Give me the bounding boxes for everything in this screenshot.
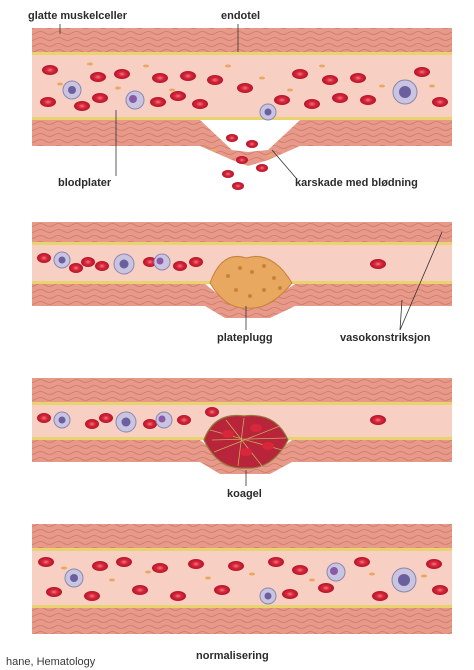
vessel-wall-top — [32, 28, 452, 52]
label-vasoconstriction: vasokonstriksjon — [340, 332, 430, 344]
label-clot: koagel — [227, 488, 262, 500]
label-vessel-damage: karskade med blødning — [295, 177, 418, 189]
panel-platelet-plug — [32, 222, 452, 330]
panel-normalization — [32, 524, 452, 634]
panel-clot — [32, 378, 452, 486]
label-platelet-plug: plateplugg — [217, 332, 273, 344]
label-platelets: blodplater — [58, 177, 111, 189]
endothelium-line — [32, 52, 452, 55]
source-credit: hane, Hematology — [6, 656, 95, 668]
label-normalization: normalisering — [196, 650, 269, 662]
panel-vessel-damage — [32, 24, 452, 190]
label-smooth-muscle-cells: glatte muskelceller — [28, 10, 127, 22]
label-endothelium: endotel — [221, 10, 260, 22]
pointer-line — [272, 150, 296, 178]
